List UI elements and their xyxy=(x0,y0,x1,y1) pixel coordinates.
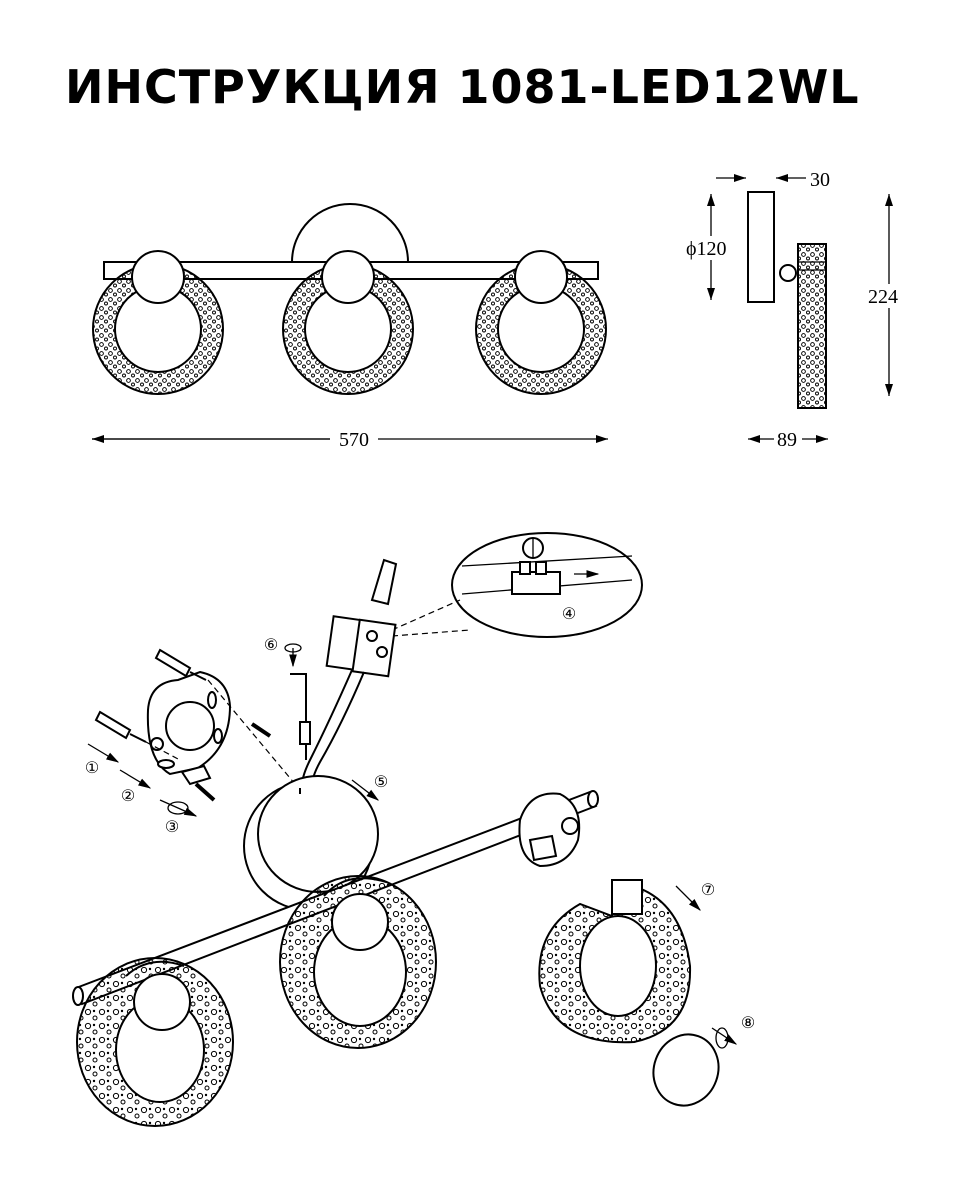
step-7-label: ⑦ xyxy=(701,882,715,899)
ring-left xyxy=(92,250,224,395)
assembly-view: ① ② ③ ④ ⑤ ⑥ ⑦ ⑧ xyxy=(72,532,755,1127)
screw-1 xyxy=(250,722,272,738)
side-wall-plate xyxy=(747,191,775,303)
projection-dimension: 89 xyxy=(777,429,797,451)
step-2-label: ② xyxy=(121,788,135,805)
cover-disc xyxy=(652,1033,720,1107)
page-title: ИНСТРУКЦИЯ 1081-LED12WL xyxy=(65,60,860,114)
wall-plug-2 xyxy=(94,710,147,743)
depth-dimension: 30 xyxy=(810,169,830,191)
height-dimension: 224 xyxy=(868,286,898,308)
bar-clamp xyxy=(518,792,581,868)
step-8-label: ⑧ xyxy=(741,1015,755,1032)
step-4-label: ④ xyxy=(562,606,576,623)
assembled-ring-left xyxy=(76,957,234,1127)
ring-middle xyxy=(282,250,414,395)
assembled-ring-middle xyxy=(279,875,437,1049)
side-ring xyxy=(797,243,827,409)
diameter-dimension: ϕ120 xyxy=(686,238,727,260)
width-dimension: 570 xyxy=(339,429,369,451)
side-view: 30 ϕ120 224 89 xyxy=(684,169,914,451)
step-1-label: ① xyxy=(85,760,99,777)
wall-plug-1 xyxy=(154,648,207,681)
detached-ring xyxy=(538,879,692,1044)
step-3-label: ③ xyxy=(165,819,179,836)
step-5-label: ⑤ xyxy=(374,774,388,791)
screw-2 xyxy=(194,782,216,802)
wall-plate-top xyxy=(291,203,409,263)
front-view: 570 xyxy=(92,203,608,451)
ring-right xyxy=(475,250,607,395)
step-6-label: ⑥ xyxy=(264,637,278,654)
